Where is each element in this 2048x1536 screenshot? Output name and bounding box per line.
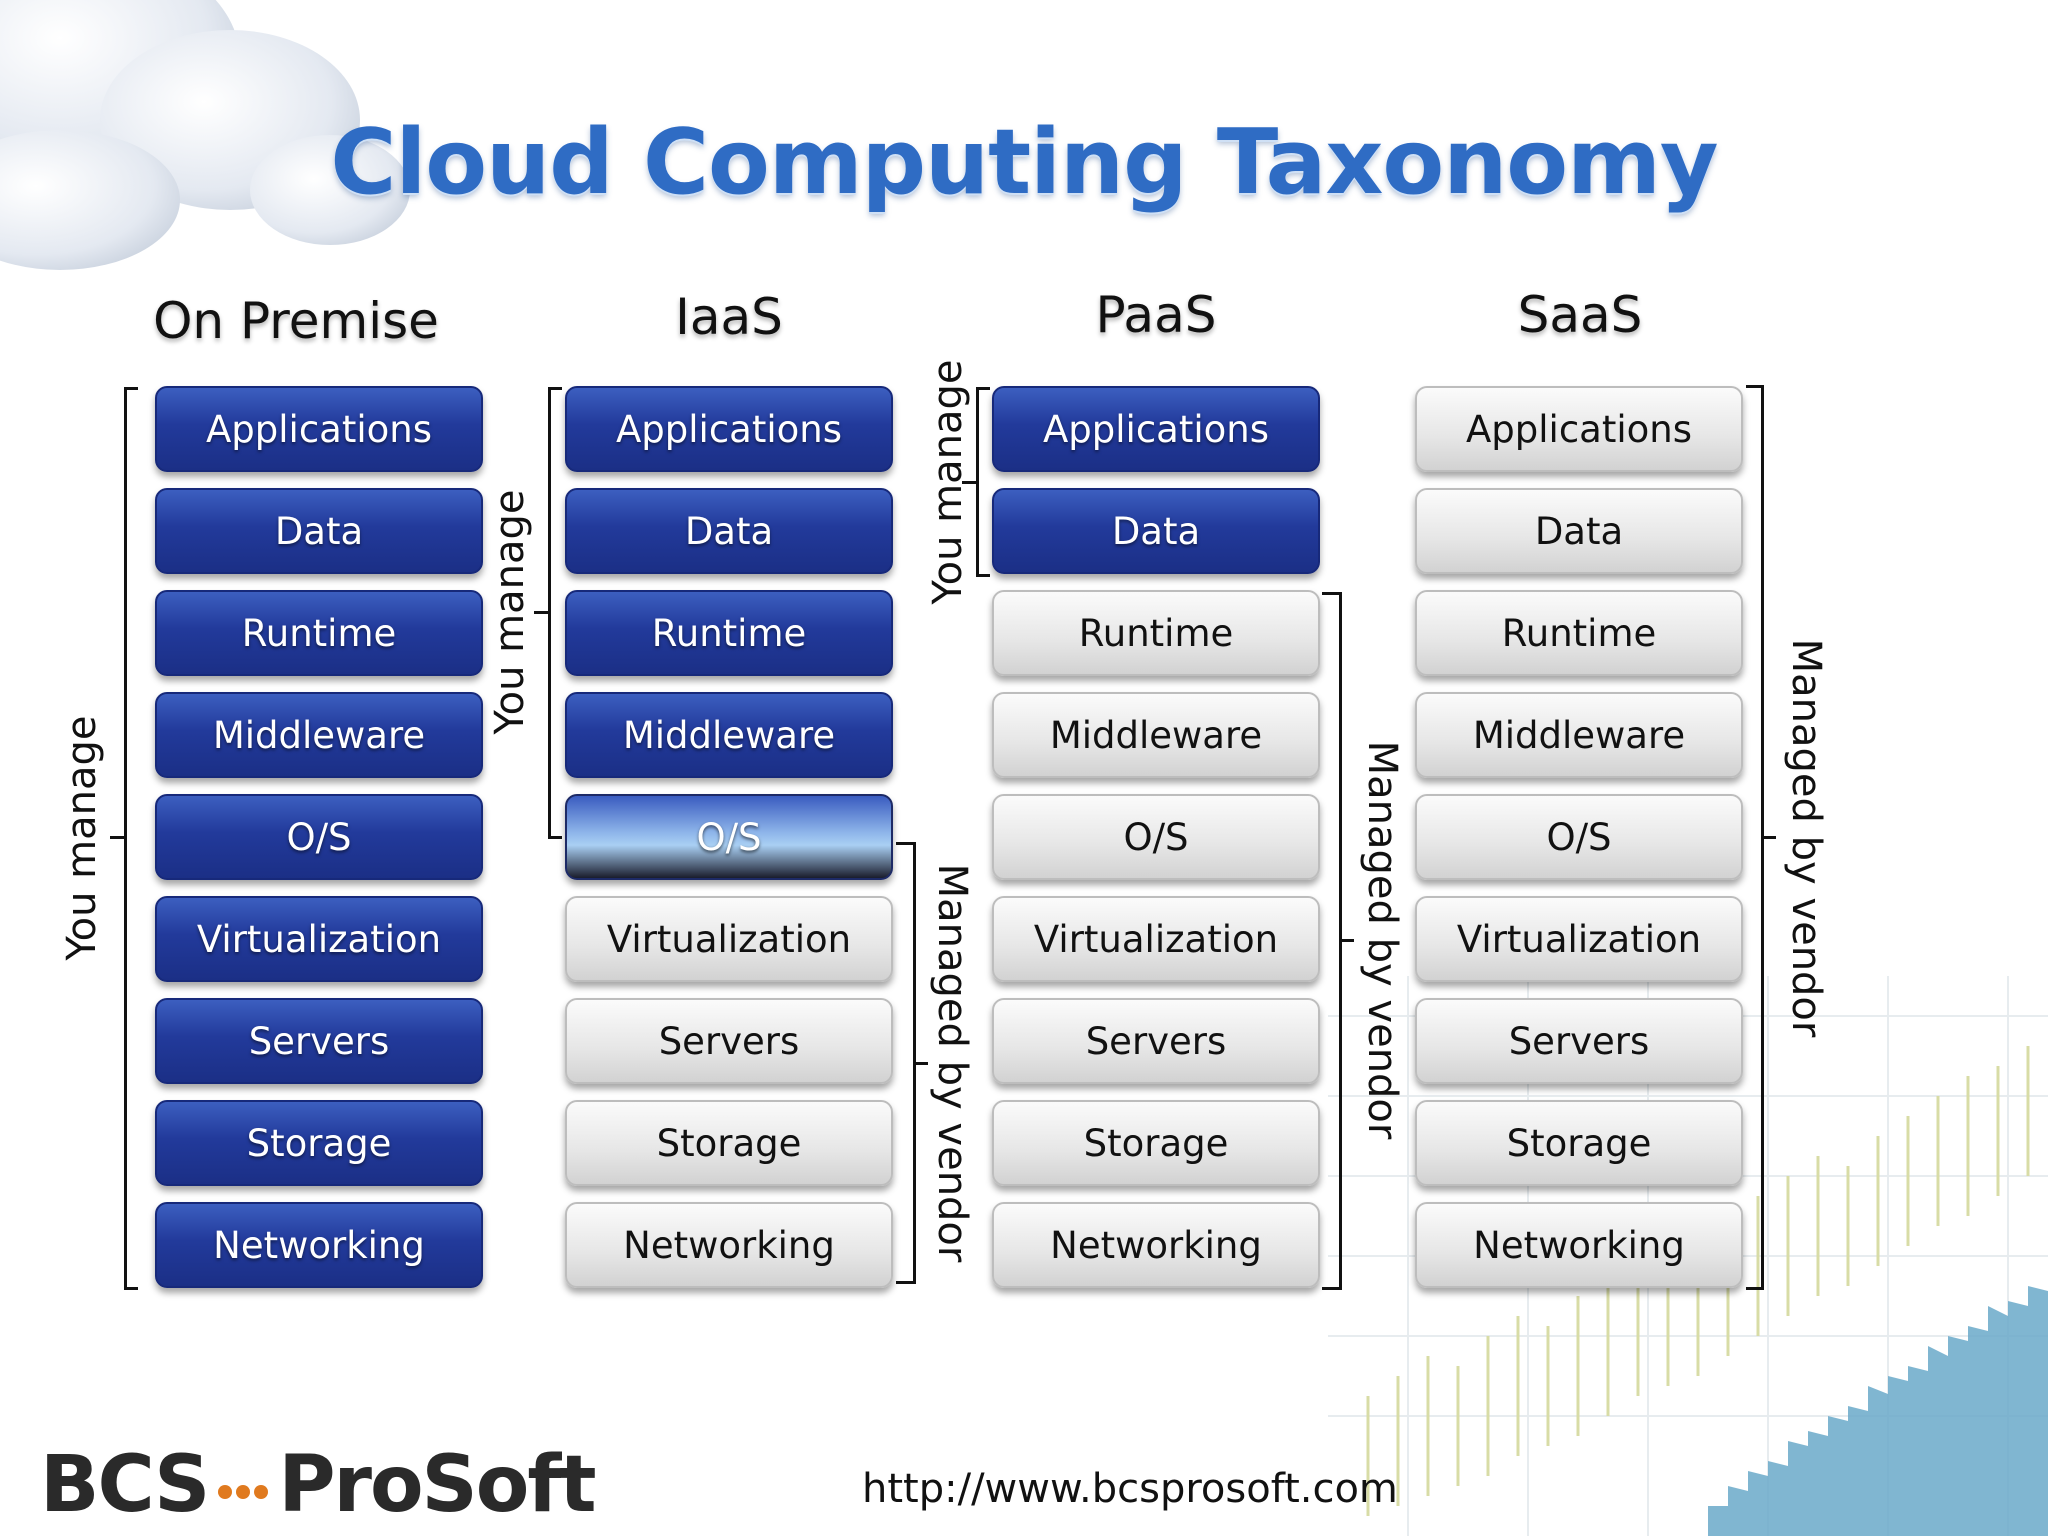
bcs-prosoft-logo: BCS ProSoft [40,1440,597,1530]
layer-servers: Servers [155,998,483,1084]
layer-data: Data [1415,488,1743,574]
logo-text-right: ProSoft [278,1440,596,1530]
layer-networking: Networking [155,1202,483,1288]
paas-managed-by-vendor-bracket [1322,592,1342,1290]
stack-iaas: Applications Data Runtime Middleware O/S… [565,386,893,1304]
column-heading-saas: SaaS [1517,286,1643,344]
layer-virtualization: Virtualization [565,896,893,982]
layer-virtualization: Virtualization [155,896,483,982]
layer-virtualization: Virtualization [992,896,1320,982]
paas-managed-by-vendor-tick [1340,939,1354,942]
layer-networking: Networking [1415,1202,1743,1288]
iaas-you-manage-bracket [548,387,562,839]
stack-on-premise: Applications Data Runtime Middleware O/S… [155,386,483,1304]
on-premise-you-manage-bracket [124,387,138,1290]
iaas-managed-by-vendor-tick [914,1062,928,1065]
page-title: Cloud Computing Taxonomy [330,110,1718,215]
layer-os: O/S [565,794,893,880]
saas-managed-by-vendor-label: Managed by vendor [1783,638,1829,1038]
saas-managed-by-vendor-tick [1762,836,1776,839]
layer-storage: Storage [565,1100,893,1186]
layer-os: O/S [155,794,483,880]
paas-you-manage-label: You manage [925,359,971,605]
stack-paas: Applications Data Runtime Middleware O/S… [992,386,1320,1304]
stack-saas: Applications Data Runtime Middleware O/S… [1415,386,1743,1304]
layer-os: O/S [1415,794,1743,880]
layer-runtime: Runtime [155,590,483,676]
iaas-managed-by-vendor-bracket [896,842,916,1284]
layer-storage: Storage [992,1100,1320,1186]
layer-data: Data [565,488,893,574]
logo-text-left: BCS [40,1440,210,1530]
layer-servers: Servers [1415,998,1743,1084]
layer-os: O/S [992,794,1320,880]
layer-middleware: Middleware [155,692,483,778]
paas-managed-by-vendor-label: Managed by vendor [1359,740,1405,1140]
paas-you-manage-bracket [976,387,990,577]
on-premise-you-manage-label: You manage [59,715,105,961]
layer-networking: Networking [992,1202,1320,1288]
layer-servers: Servers [565,998,893,1084]
layer-middleware: Middleware [565,692,893,778]
iaas-you-manage-tick [534,611,550,614]
cloud-decoration [0,0,410,270]
layer-applications: Applications [1415,386,1743,472]
column-heading-on-premise: On Premise [153,292,439,350]
layer-virtualization: Virtualization [1415,896,1743,982]
layer-applications: Applications [155,386,483,472]
paas-you-manage-tick [962,481,978,484]
layer-applications: Applications [565,386,893,472]
column-heading-iaas: IaaS [675,288,783,346]
layer-data: Data [155,488,483,574]
layer-middleware: Middleware [1415,692,1743,778]
layer-runtime: Runtime [1415,590,1743,676]
logo-dots-icon [218,1485,269,1499]
layer-applications: Applications [992,386,1320,472]
layer-runtime: Runtime [565,590,893,676]
layer-data: Data [992,488,1320,574]
layer-storage: Storage [1415,1100,1743,1186]
on-premise-you-manage-tick [110,836,126,839]
column-heading-paas: PaaS [1095,286,1217,344]
layer-runtime: Runtime [992,590,1320,676]
layer-networking: Networking [565,1202,893,1288]
iaas-managed-by-vendor-label: Managed by vendor [929,863,975,1263]
layer-middleware: Middleware [992,692,1320,778]
iaas-you-manage-label: You manage [487,489,533,735]
layer-storage: Storage [155,1100,483,1186]
website-url: http://www.bcsprosoft.com [862,1466,1398,1512]
layer-servers: Servers [992,998,1320,1084]
